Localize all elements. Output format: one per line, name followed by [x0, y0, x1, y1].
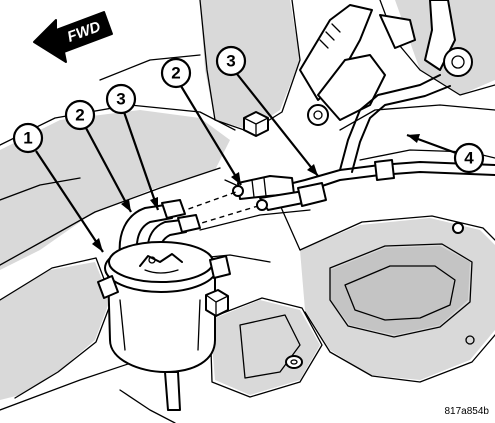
callout-2b-number: 2	[171, 64, 180, 83]
hose-fitting-upper	[232, 175, 327, 211]
callout-3b-number: 3	[226, 52, 235, 71]
body-panel-shading	[0, 0, 495, 400]
fwd-arrow: FWD	[33, 11, 113, 63]
callout-leaders	[35, 73, 457, 253]
callout-3a: 3	[105, 83, 137, 115]
mounting-bolt-upper	[243, 111, 269, 137]
callout-4-number: 4	[464, 149, 474, 168]
callout-2a: 2	[64, 99, 96, 131]
mounting-bolt-lower	[285, 222, 475, 369]
callout-4: 4	[453, 142, 485, 174]
callout-2a-number: 2	[75, 106, 84, 125]
callout-2b: 2	[160, 57, 192, 89]
callout-3b: 3	[215, 45, 247, 77]
washer-reservoir	[97, 241, 231, 411]
callout-1-number: 1	[23, 129, 32, 148]
callout-1: 1	[12, 122, 44, 154]
callout-3a-number: 3	[116, 90, 125, 109]
figure-id: 817a854b	[445, 406, 490, 417]
upper-mechanism	[299, 0, 473, 126]
